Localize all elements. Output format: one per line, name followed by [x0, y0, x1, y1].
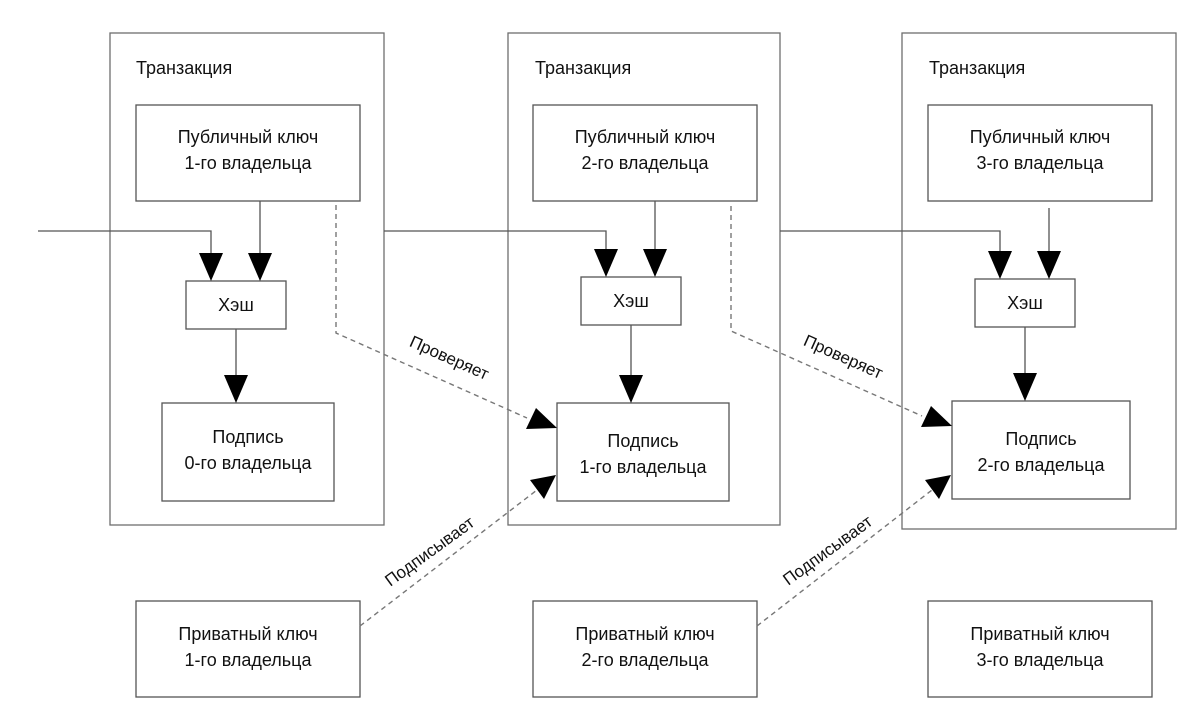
- transaction-frame: [109, 32, 385, 526]
- verify-arrow-1: [335, 205, 528, 419]
- private-key-box: [135, 600, 361, 698]
- private-key-box: [532, 600, 758, 698]
- hash-label: Хэш: [218, 295, 254, 315]
- transaction-title: Транзакция: [136, 58, 232, 78]
- public-key-label-line1: Публичный ключ: [970, 127, 1111, 147]
- public-key-box: [927, 104, 1153, 202]
- arrowhead: [1013, 373, 1037, 401]
- signature-label-line2: 2-го владельца: [978, 455, 1106, 475]
- private-key-2: Приватный ключ 2-го владельца: [532, 600, 758, 698]
- hash-box: [185, 280, 287, 330]
- arrowhead: [530, 475, 556, 499]
- transaction-1: Транзакция Публичный ключ 1-го владельца…: [109, 32, 385, 526]
- arrowhead: [619, 375, 643, 403]
- private-key-label-line2: 3-го владельца: [977, 650, 1105, 670]
- signature-box: [556, 402, 730, 502]
- arrowhead: [526, 408, 557, 429]
- transaction-3: Транзакция Публичный ключ 3-го владельца…: [901, 32, 1177, 530]
- sign-label-1: Подписывает: [381, 513, 478, 591]
- arrowhead: [921, 406, 952, 427]
- arrowhead: [643, 249, 667, 277]
- chain-line-1-to-2: [384, 230, 607, 249]
- signature-label-line1: Подпись: [1005, 429, 1076, 449]
- arrowhead: [199, 253, 223, 281]
- sign-arrow-1: [359, 489, 538, 627]
- signature-label-line1: Подпись: [212, 427, 283, 447]
- public-key-label-line2: 2-го владельца: [582, 153, 710, 173]
- private-key-label-line1: Приватный ключ: [970, 624, 1109, 644]
- signature-box: [161, 402, 335, 502]
- transaction-frame: [507, 32, 781, 526]
- arrowhead: [925, 475, 951, 499]
- public-key-label-line2: 3-го владельца: [977, 153, 1105, 173]
- chain-line-2-to-3: [780, 230, 1001, 251]
- private-key-label-line1: Приватный ключ: [178, 624, 317, 644]
- transaction-title: Транзакция: [535, 58, 631, 78]
- arrowhead: [224, 375, 248, 403]
- hash-label: Хэш: [1007, 293, 1043, 313]
- sign-arrow-2: [756, 489, 933, 627]
- private-key-1: Приватный ключ 1-го владельца: [135, 600, 361, 698]
- private-key-label-line2: 1-го владельца: [185, 650, 313, 670]
- transaction-2: Транзакция Публичный ключ 2-го владельца…: [507, 32, 781, 526]
- transaction-frame: [901, 32, 1177, 530]
- public-key-label-line1: Публичный ключ: [178, 127, 319, 147]
- private-key-3: Приватный ключ 3-го владельца: [927, 600, 1153, 698]
- signature-label-line1: Подпись: [607, 431, 678, 451]
- signature-box: [951, 400, 1131, 500]
- transaction-title: Транзакция: [929, 58, 1025, 78]
- signature-label-line2: 1-го владельца: [580, 457, 708, 477]
- arrowhead: [1037, 251, 1061, 279]
- public-key-label-line1: Публичный ключ: [575, 127, 716, 147]
- hash-box: [974, 278, 1076, 328]
- public-key-box: [532, 104, 758, 202]
- private-key-box: [927, 600, 1153, 698]
- arrowhead: [988, 251, 1012, 279]
- verify-label-1: Проверяет: [407, 332, 492, 384]
- signature-label-line2: 0-го владельца: [185, 453, 313, 473]
- arrowhead: [594, 249, 618, 277]
- hash-label: Хэш: [613, 291, 649, 311]
- verify-label-2: Проверяет: [801, 331, 886, 383]
- verify-arrow-2: [730, 206, 923, 417]
- private-key-label-line1: Приватный ключ: [575, 624, 714, 644]
- incoming-transaction-line: [38, 230, 212, 253]
- public-key-label-line2: 1-го владельца: [185, 153, 313, 173]
- sign-label-2: Подписывает: [779, 512, 876, 590]
- public-key-box: [135, 104, 361, 202]
- arrowhead: [248, 253, 272, 281]
- private-key-label-line2: 2-го владельца: [582, 650, 710, 670]
